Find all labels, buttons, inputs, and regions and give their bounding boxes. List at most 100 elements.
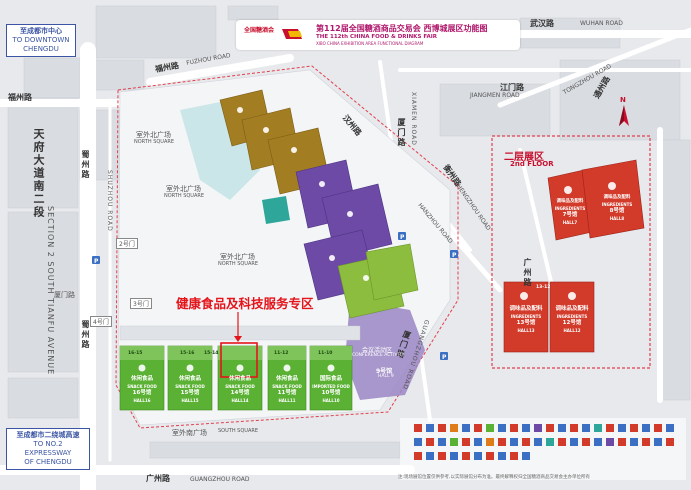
hall10-text: 国际食品 IMPORTED FOOD 10号馆 HALL10: [310, 376, 352, 404]
hall15-cn: 休闲食品: [178, 376, 201, 382]
logo-mark-icon: [282, 29, 302, 39]
hall8-text: 调味品及配料 INGREDIENTS 8号馆 HALL8: [594, 194, 640, 222]
road-tianfu-cn: 天府大道南二段: [32, 128, 45, 219]
road-wuhan-cn: 武汉路: [530, 19, 554, 28]
svg-text:P: P: [400, 234, 405, 241]
svg-text:P: P: [442, 354, 447, 361]
sign-to-downtown: 至成都市中心 TO DOWNTOWN CHENGDU: [6, 24, 76, 57]
hall9-label-en: HALL 9: [378, 374, 394, 379]
hall10-en: IMPORTED FOOD: [312, 384, 350, 389]
hall15-gate: 15-16: [180, 351, 195, 356]
hall12-num-en: HALL12: [563, 328, 581, 333]
hall12-cn: 调味品及配料: [555, 306, 589, 312]
north-square-label-1-en: NORTH SQUARE: [134, 139, 175, 145]
hall13-cn: 调味品及配料: [509, 306, 543, 312]
hall15-num: 15号馆: [180, 390, 200, 396]
hall11-en: SNACK FOOD: [272, 384, 302, 389]
hall14-cn: 休闲食品: [228, 376, 251, 382]
hall10-num-en: HALL10: [322, 398, 340, 403]
title-en-sub: XIBO CHINA EXHIBITION AREA FUNCTIONAL DI…: [316, 41, 424, 46]
road-guangzhou-cn: 广州路: [146, 474, 170, 483]
gate-3: 3号门: [130, 298, 152, 309]
hall11-gate: 11-12: [274, 351, 289, 356]
hall10-num: 10号馆: [321, 390, 341, 396]
hall10-gate: 11-10: [318, 351, 333, 356]
sign-ring2-en1: TO NO.2 EXPRESSWAY: [24, 440, 72, 457]
road-xiamen-en: XIAMEN ROAD: [410, 92, 417, 146]
compass-arrow-icon: [619, 105, 629, 126]
road-shuzhou-en: SHUZHOU ROAD: [106, 170, 113, 232]
sign-ring2-cn: 至成都市二绕城高速: [16, 431, 80, 439]
hall11-text: 休闲食品 SNACK FOOD 11号馆 HALL11: [268, 376, 306, 404]
title-cn: 第112届全国糖酒商品交易会 西博城展区功能图: [316, 24, 488, 33]
north-square-label-2: 室外北广场: [166, 185, 201, 193]
hall10-cn: 国际食品: [319, 376, 342, 382]
hall14-gate: 15-14: [204, 351, 219, 356]
road-fuzhou-cn: 福州路: [8, 93, 32, 102]
compass-north-label: N: [620, 96, 626, 104]
hall16-gate: 16-15: [128, 351, 143, 356]
fair-logo: 全国糖酒会: [242, 25, 306, 45]
hall12-en: INGREDIENTS: [556, 314, 588, 319]
hall16-en: SNACK FOOD: [127, 384, 157, 389]
hall13-en: INGREDIENTS: [510, 314, 542, 319]
south-square-label-en: SOUTH SQUARE: [218, 428, 258, 434]
hall11-cn: 休闲食品: [275, 376, 298, 382]
hall11-num-en: HALL11: [278, 398, 296, 403]
hall11-num: 11号馆: [277, 390, 297, 396]
north-square-label-1: 室外北广场: [136, 131, 171, 139]
hall14-num: 14号馆: [230, 390, 250, 396]
hall15-en: SNACK FOOD: [175, 384, 205, 389]
hall7-num-en: HALL7: [562, 220, 578, 225]
hall8-num: 8号馆: [609, 208, 625, 214]
title-en: THE 112th CHINA FOOD & DRINKS FAIR: [316, 34, 437, 40]
xiamen-road-west: 厦门路: [54, 291, 75, 299]
svg-text:P: P: [94, 258, 99, 265]
north-square-label-3-en: NORTH SQUARE: [218, 261, 259, 267]
legend-icons: [414, 424, 674, 460]
road-tianfu-en: SECTION 2 SOUTH TIANFU AVENUE: [46, 206, 55, 376]
sign-downtown-cn: 至成都市中心: [20, 27, 62, 35]
sign-downtown-en1: TO DOWNTOWN: [12, 36, 70, 44]
hall13-num-en: HALL13: [517, 328, 535, 333]
logo-text: 全国糖酒会: [244, 27, 275, 34]
hall13-text: 调味品及配料 INGREDIENTS 13号馆 HALL13: [504, 306, 548, 334]
sign-ring2-en2: OF CHENGDU: [24, 458, 72, 466]
hall15-num-en: HALL15: [181, 398, 199, 403]
hall7-en: INGREDIENTS: [554, 206, 586, 211]
hall14-en: SNACK FOOD: [225, 384, 255, 389]
second-floor-title-en: 2nd FLOOR: [510, 160, 554, 168]
hall9-label: 9号馆: [376, 368, 393, 375]
hall12-num: 12号馆: [562, 320, 582, 326]
north-square-label-3: 室外北广场: [220, 253, 255, 261]
title-banner: 全国糖酒会 第112届全国糖酒商品交易会 西博城展区功能图 THE 112th …: [236, 20, 520, 50]
gate-4: 4号门: [90, 316, 112, 327]
hall8-en: INGREDIENTS: [601, 202, 633, 207]
hall15-text: 休闲食品 SNACK FOOD 15号馆 HALL15: [168, 376, 212, 404]
hall8-cn: 调味品及配料: [603, 195, 631, 200]
footnote: 注:现场展馆位置仅供参考,以实际展馆分布为准。最终解释权归全国糖酒商品交易会主办…: [398, 475, 590, 480]
hall14-text: 休闲食品 SNACK FOOD 14号馆 HALL14: [218, 376, 262, 404]
hall16-text: 休闲食品 SNACK FOOD 16号馆 HALL16: [120, 376, 164, 404]
hall16-num: 16号馆: [132, 390, 152, 396]
road-guangzhou-cn-2: 广州路: [523, 258, 532, 288]
hall16-cn: 休闲食品: [130, 376, 153, 382]
road-wuhan-en: WUHAN ROAD: [580, 20, 623, 27]
conference-label-en: CONFERENCE ACTIVITY: [352, 353, 405, 358]
hall7-text: 调味品及配料 INGREDIENTS 7号馆 HALL7: [552, 198, 588, 226]
legend: [410, 420, 682, 476]
gate-2: 2号门: [116, 238, 138, 249]
second-floor-title: 二层展区: [504, 152, 544, 163]
road-jiangmen-cn: 江门路: [500, 83, 524, 92]
compass-icon: N: [614, 96, 634, 130]
conference-label: 会议活动区: [362, 347, 393, 354]
hall13-num: 13号馆: [516, 320, 536, 326]
hall7-cn: 调味品及配料: [556, 199, 584, 204]
road-shuzhou-cn: 蜀州路: [81, 150, 90, 180]
road-jiangmen-en: JIANGMEN ROAD: [470, 92, 520, 99]
sign-downtown-en2: CHENGDU: [23, 45, 59, 53]
hall12-gate: 13-12: [536, 285, 551, 290]
hall14-num-en: HALL14: [231, 398, 249, 403]
hall7-num: 7号馆: [562, 212, 578, 218]
